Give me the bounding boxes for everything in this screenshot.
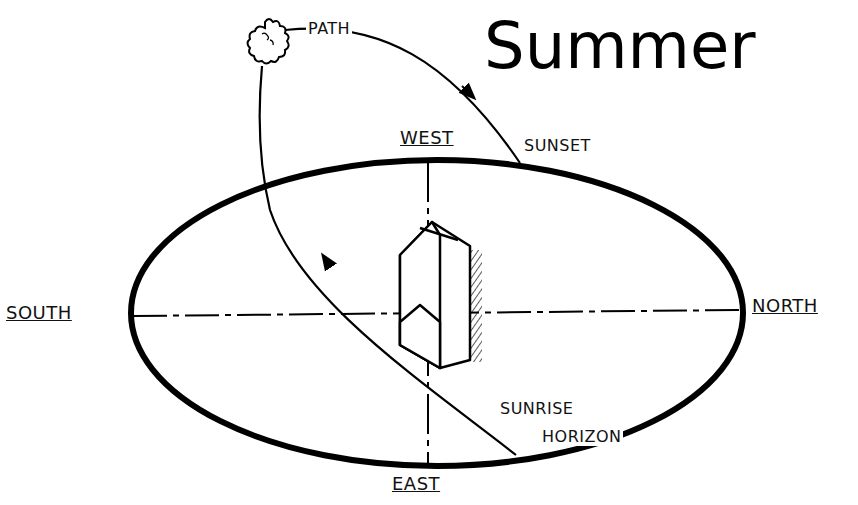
path-label: PATH bbox=[306, 20, 352, 38]
sun-path-morning bbox=[260, 66, 516, 455]
direction-label: SOUTH bbox=[4, 303, 74, 323]
direction-label: NORTH bbox=[750, 296, 820, 316]
direction-label: EAST bbox=[390, 474, 442, 494]
horizon-ellipse bbox=[131, 160, 743, 466]
sun-symbol bbox=[248, 19, 289, 64]
path-arrow bbox=[462, 86, 470, 94]
horizon-label: HORIZON bbox=[540, 428, 623, 446]
house bbox=[400, 222, 482, 368]
sunset-label: SUNSET bbox=[522, 137, 593, 155]
title: Summer bbox=[484, 14, 756, 78]
path-arrow bbox=[326, 260, 330, 266]
sunrise-label: SUNRISE bbox=[498, 400, 575, 418]
direction-label: WEST bbox=[398, 128, 456, 148]
